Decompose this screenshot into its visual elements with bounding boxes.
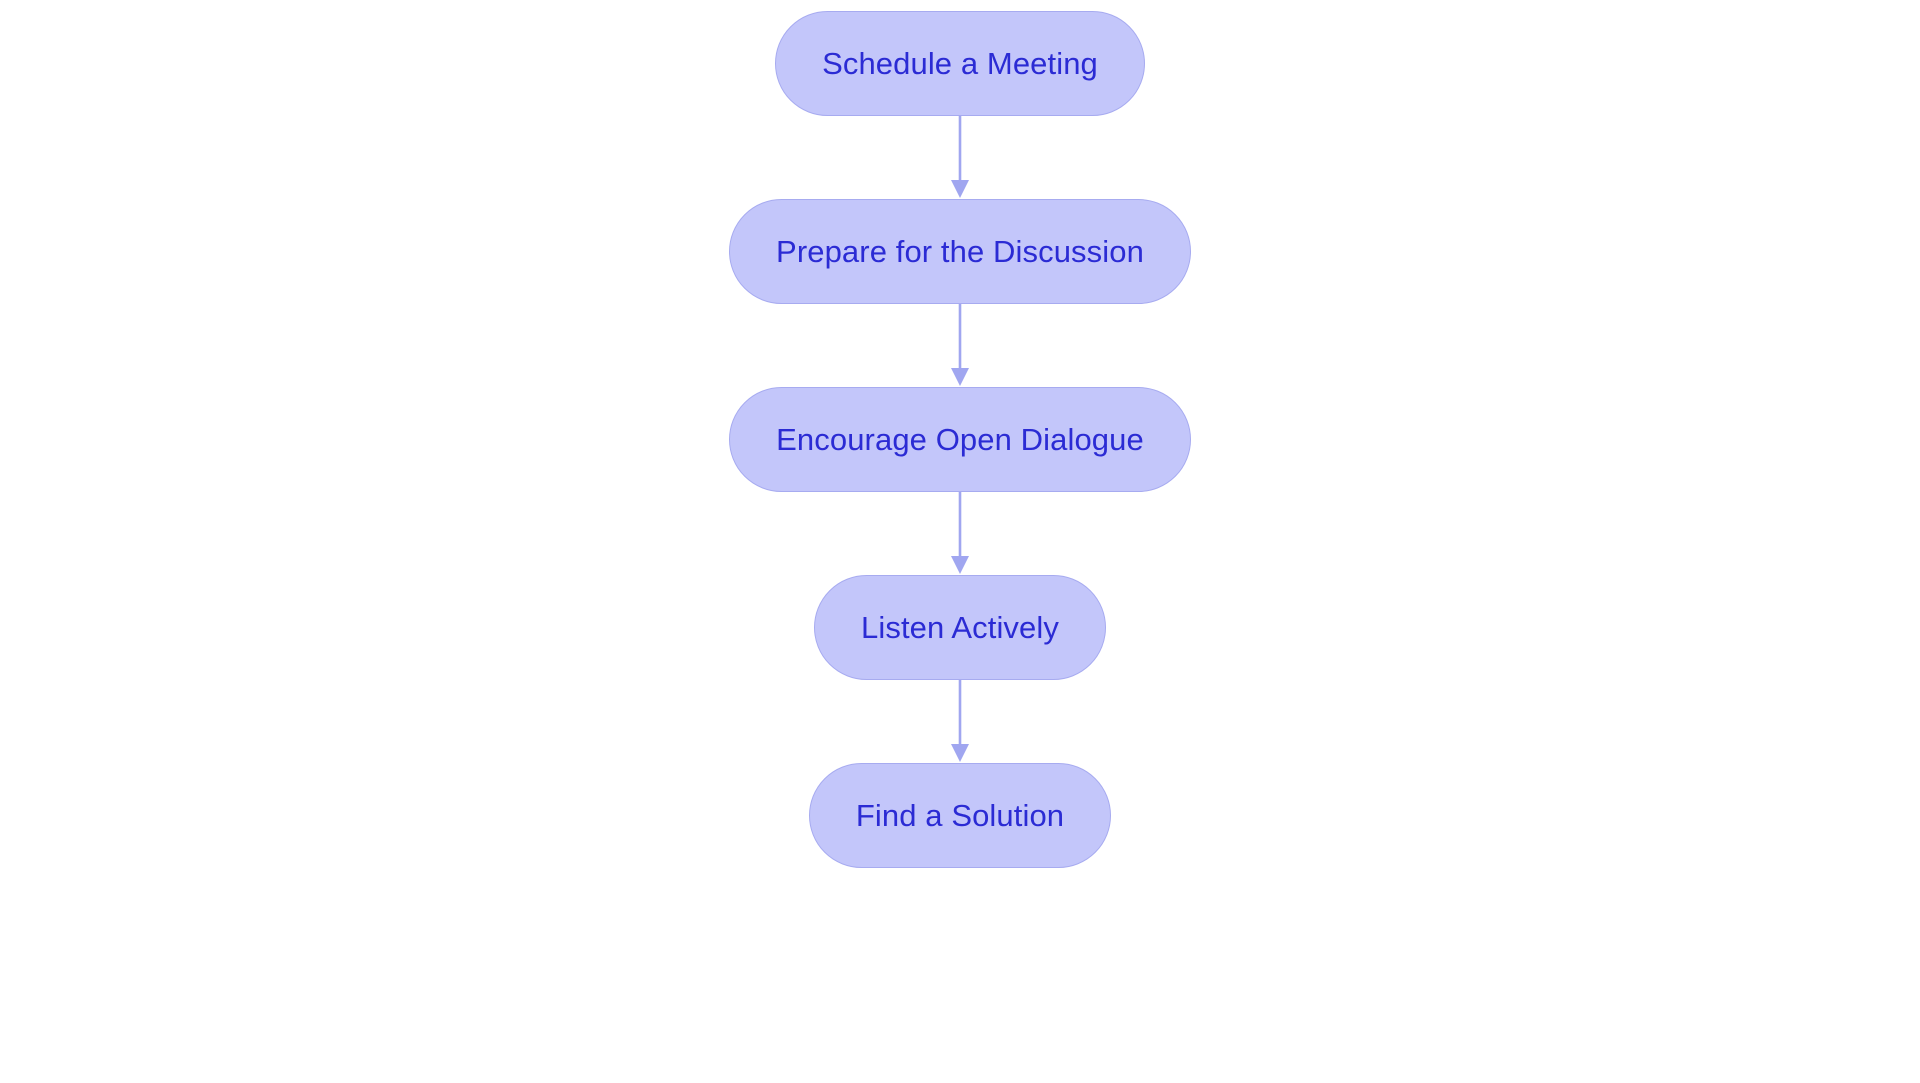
arrowhead-down-icon (951, 744, 969, 762)
arrowhead-down-icon (951, 180, 969, 198)
flow-node-prepare-for-the-discussion[interactable]: Prepare for the Discussion (729, 199, 1191, 304)
flow-connector-1 (951, 116, 969, 198)
flow-node-label: Schedule a Meeting (822, 46, 1098, 81)
flow-connector-4 (951, 680, 969, 762)
flow-node-find-a-solution[interactable]: Find a Solution (808, 763, 1112, 868)
flow-connector-3 (951, 492, 969, 574)
flow-connector-2 (951, 304, 969, 386)
arrowhead-down-icon (951, 368, 969, 386)
flow-node-label: Listen Actively (861, 610, 1059, 645)
flow-node-schedule-a-meeting[interactable]: Schedule a Meeting (775, 11, 1145, 116)
flow-node-encourage-open-dialogue[interactable]: Encourage Open Dialogue (729, 387, 1191, 492)
flow-node-label: Prepare for the Discussion (776, 234, 1144, 269)
arrowhead-down-icon (951, 556, 969, 574)
flow-node-label: Find a Solution (855, 798, 1065, 833)
flow-node-listen-actively[interactable]: Listen Actively (814, 575, 1106, 680)
flow-node-label: Encourage Open Dialogue (776, 422, 1144, 457)
